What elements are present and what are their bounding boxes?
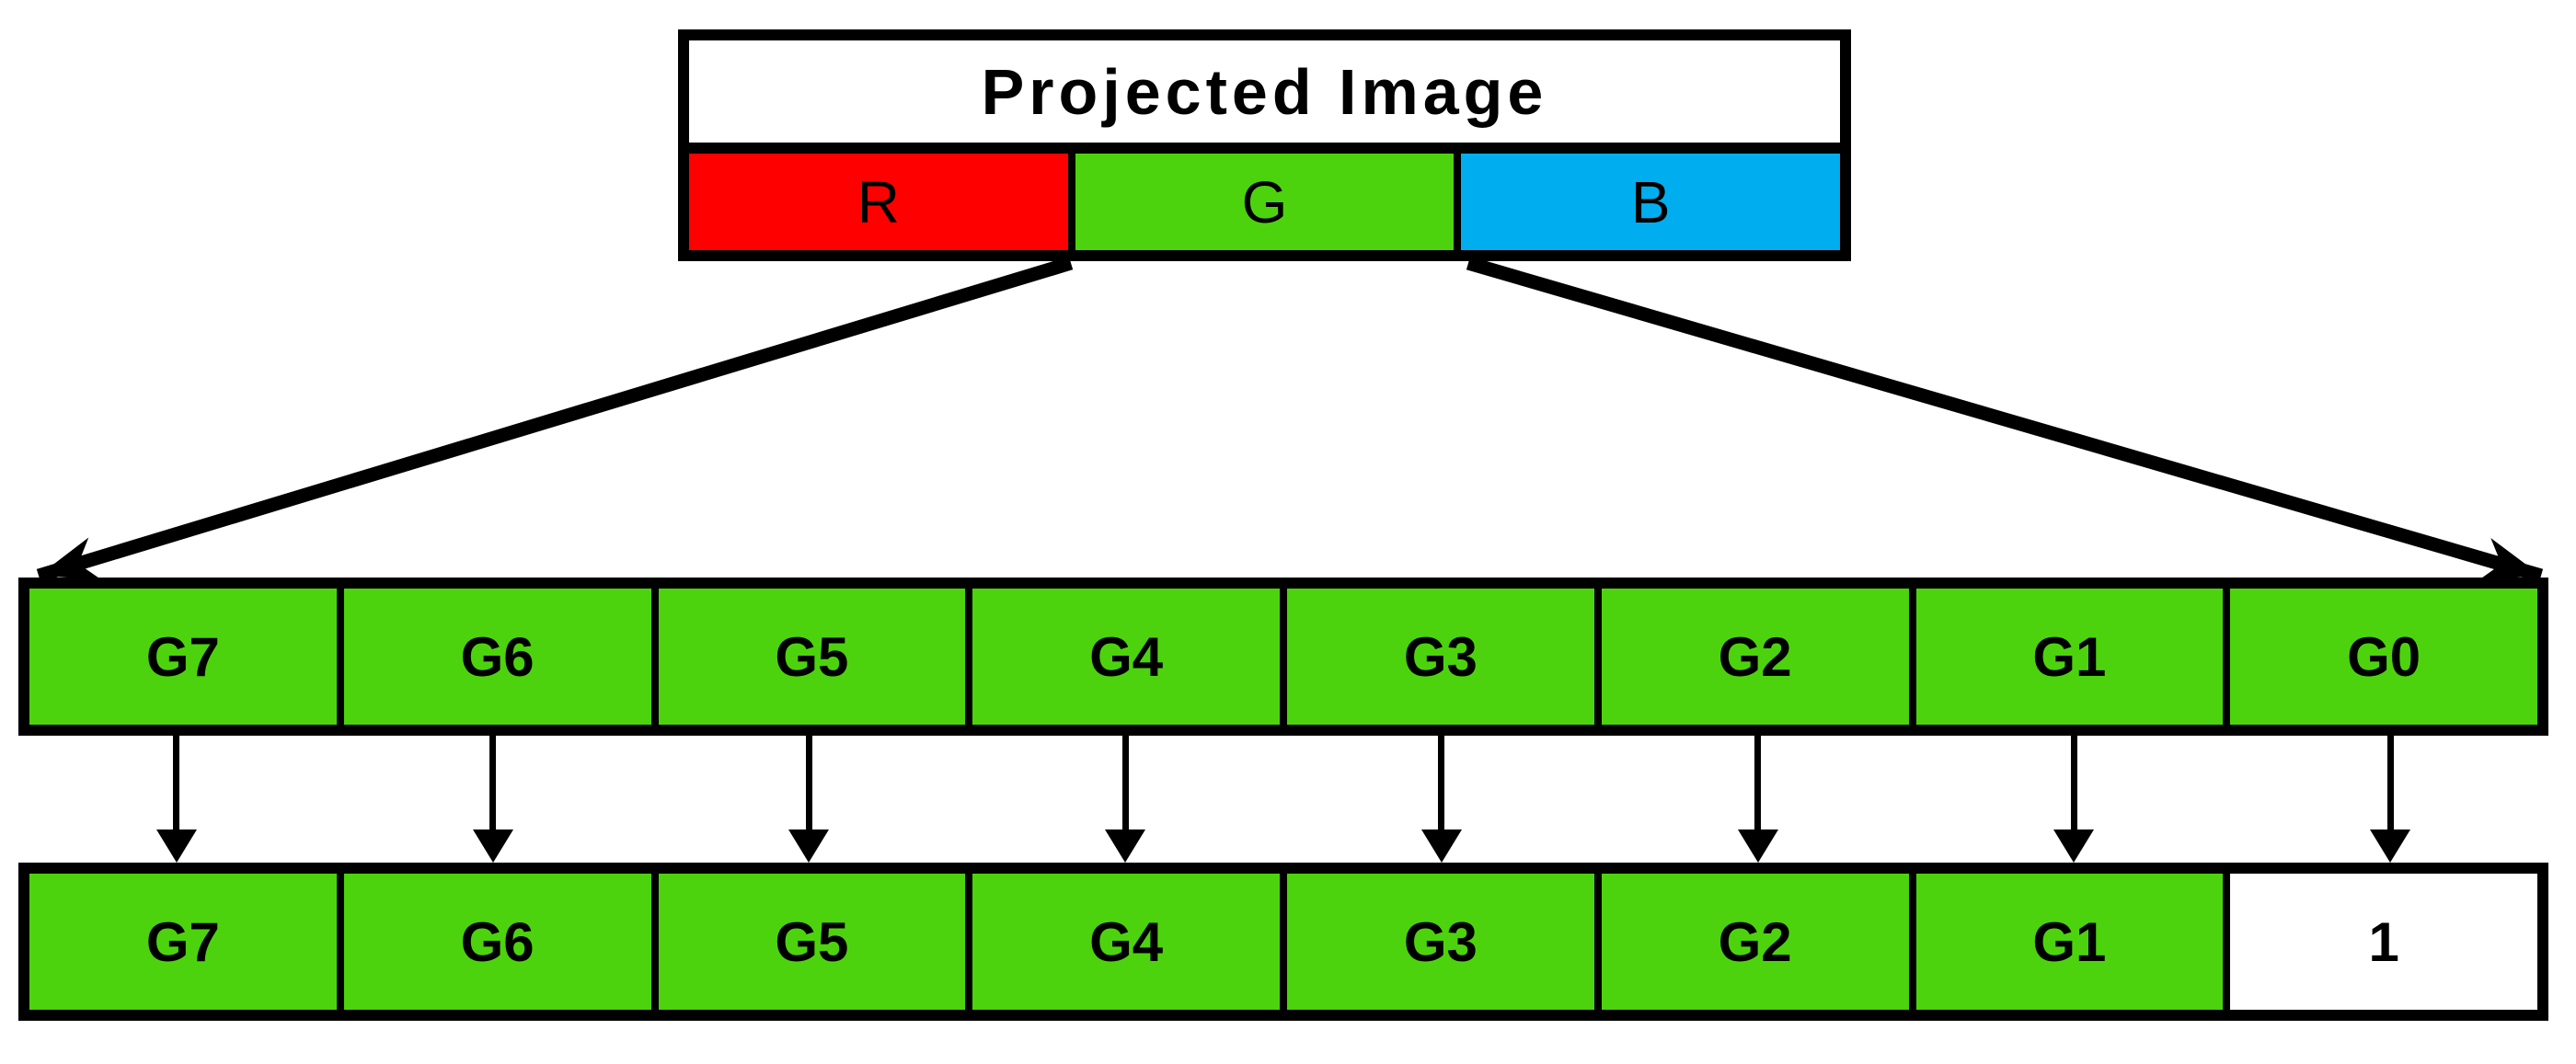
down-arrow-g4 xyxy=(967,736,1283,863)
down-arrow-g0 xyxy=(2232,736,2548,863)
cell-label: G6 xyxy=(460,625,535,688)
down-arrow-head-icon xyxy=(2053,829,2095,863)
down-arrow-stem xyxy=(2070,736,2077,829)
cell-label: G0 xyxy=(2347,625,2421,688)
down-arrow-head-icon xyxy=(155,829,197,863)
result-cell-g1: G1 xyxy=(1908,874,2224,1010)
cell-label: G3 xyxy=(1403,910,1478,973)
down-arrow-head-icon xyxy=(788,829,830,863)
cell-label: G1 xyxy=(2032,910,2107,973)
down-arrow-head-icon xyxy=(1105,829,1146,863)
output-bits-row: G7 G6 G5 G4 G3 G2 G1 1 xyxy=(18,863,2548,1021)
down-arrow-head-icon xyxy=(472,829,513,863)
result-cell-g7: G7 xyxy=(29,874,337,1010)
projected-image-box: Projected Image R G B xyxy=(678,29,1851,261)
channel-cell-b: B xyxy=(1454,154,1841,250)
bit-cell-g4: G4 xyxy=(965,589,1280,725)
cell-label: G6 xyxy=(460,910,535,973)
cell-label: G xyxy=(1241,168,1288,235)
down-arrow-stem xyxy=(173,736,180,829)
down-arrow-g6 xyxy=(335,736,651,863)
result-cell-1: 1 xyxy=(2223,874,2537,1010)
channel-cell-g: G xyxy=(1067,154,1455,250)
projected-image-title: Projected Image xyxy=(981,55,1548,128)
down-arrow-stem xyxy=(489,736,497,829)
projected-image-title-area: Projected Image xyxy=(689,40,1840,143)
bit-cell-g6: G6 xyxy=(336,589,651,725)
down-arrow-head-icon xyxy=(2370,829,2411,863)
down-arrow-g5 xyxy=(651,736,968,863)
down-arrow-g2 xyxy=(1600,736,1916,863)
expanded-bits-row: G7 G6 G5 G4 G3 G2 G1 G0 xyxy=(18,578,2548,736)
expand-arrow-left xyxy=(36,256,1074,583)
bit-mapping-arrows xyxy=(18,736,2548,863)
cell-label: G5 xyxy=(775,625,849,688)
bit-cell-g1: G1 xyxy=(1908,589,2224,725)
bit-cell-g0: G0 xyxy=(2223,589,2537,725)
down-arrow-stem xyxy=(1438,736,1445,829)
result-cell-g5: G5 xyxy=(650,874,966,1010)
bit-cell-g2: G2 xyxy=(1593,589,1909,725)
bit-cell-g7: G7 xyxy=(29,589,337,725)
down-arrow-stem xyxy=(1754,736,1762,829)
cell-label: G1 xyxy=(2032,625,2107,688)
expand-arrow-right xyxy=(1466,256,2544,583)
cell-label: G2 xyxy=(1718,625,1792,688)
down-arrow-g1 xyxy=(1916,736,2233,863)
cell-label: G7 xyxy=(145,910,220,973)
cell-label: G3 xyxy=(1403,625,1478,688)
cell-label: R xyxy=(857,168,900,235)
bit-cell-g3: G3 xyxy=(1280,589,1594,725)
down-arrow-stem xyxy=(805,736,812,829)
result-cell-g3: G3 xyxy=(1280,874,1594,1010)
cell-label: B xyxy=(1630,168,1671,235)
cell-label: G4 xyxy=(1089,625,1164,688)
down-arrow-g7 xyxy=(18,736,335,863)
cell-label: 1 xyxy=(2368,910,2399,973)
bit-cell-g5: G5 xyxy=(650,589,966,725)
cell-label: G7 xyxy=(145,625,220,688)
channel-cell-r: R xyxy=(689,154,1068,250)
down-arrow-g3 xyxy=(1283,736,1600,863)
down-arrow-stem xyxy=(1121,736,1129,829)
cell-label: G4 xyxy=(1089,910,1164,973)
cell-label: G2 xyxy=(1718,910,1792,973)
down-arrow-head-icon xyxy=(1737,829,1778,863)
result-cell-g2: G2 xyxy=(1593,874,1909,1010)
result-cell-g4: G4 xyxy=(965,874,1280,1010)
down-arrow-head-icon xyxy=(1420,829,1462,863)
cell-label: G5 xyxy=(775,910,849,973)
down-arrow-stem xyxy=(2386,736,2394,829)
result-cell-g6: G6 xyxy=(336,874,651,1010)
